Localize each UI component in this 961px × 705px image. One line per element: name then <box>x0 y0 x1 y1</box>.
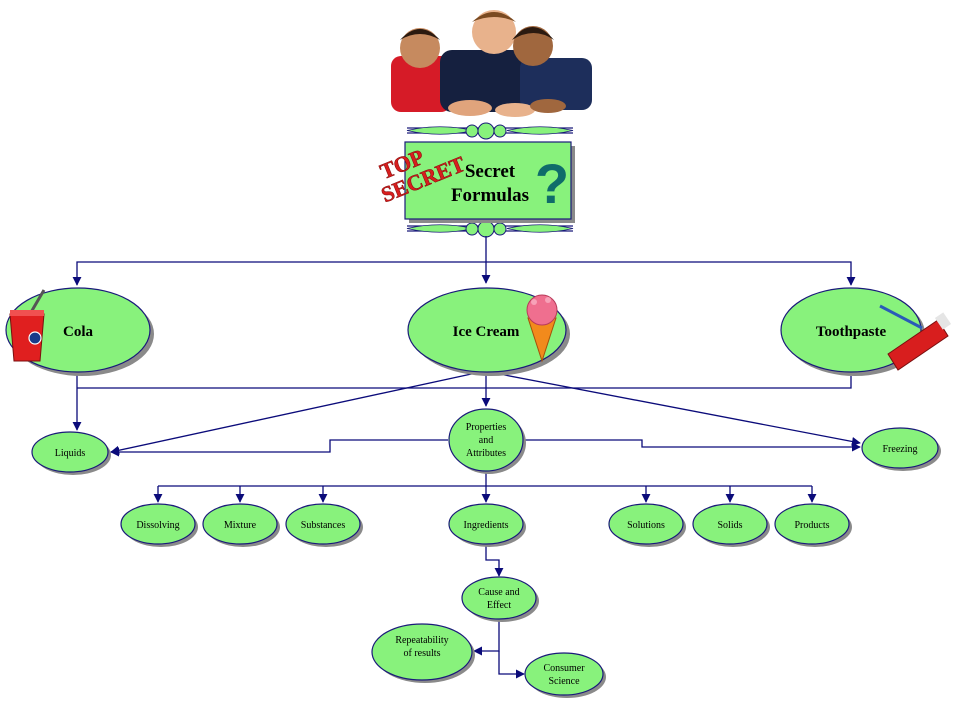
children-photo <box>391 8 595 120</box>
connector-bus <box>77 376 852 389</box>
concept-label-ingredients: Ingredients <box>464 520 509 531</box>
concept-node-mixture[interactable]: Mixture <box>202 503 280 547</box>
connector-ice-cream-to-freezing <box>493 372 861 446</box>
cause-effect-line-1: Cause and <box>478 587 519 598</box>
title-line-1: Secret <box>465 161 516 182</box>
title-node[interactable]: Secret Formulas ? <box>404 141 575 223</box>
concept-label-dissolving: Dissolving <box>136 520 179 531</box>
concept-label-products: Products <box>795 520 830 531</box>
concept-label-substances: Substances <box>301 520 346 531</box>
connector-ingredients-to-cause <box>485 545 504 577</box>
concept-node-solids[interactable]: Solids <box>692 503 770 547</box>
freezing-label: Freezing <box>883 444 918 455</box>
cause-effect-node[interactable]: Cause and Effect <box>461 576 539 622</box>
topic-label-cola: Cola <box>63 324 94 340</box>
consumer-science-node[interactable]: Consumer Science <box>524 652 606 698</box>
cola-cup-icon <box>9 289 46 362</box>
concept-node-products[interactable]: Products <box>774 503 852 547</box>
concept-node-substances[interactable]: Substances <box>285 503 363 547</box>
ice-cream-cone-icon <box>526 294 558 363</box>
repeatability-line-2: of results <box>404 648 441 659</box>
connector-properties-to-freezing <box>524 439 861 452</box>
repeatability-node[interactable]: Repeatability of results <box>371 623 475 683</box>
consumer-line-2: Science <box>548 676 580 687</box>
title-ornament-bottom <box>406 220 574 238</box>
topic-node-cola[interactable]: Cola <box>5 287 154 376</box>
connectors <box>72 236 861 679</box>
properties-line-1: Properties <box>466 422 507 433</box>
connector-properties-to-liquids <box>110 439 448 457</box>
concept-label-solutions: Solutions <box>627 520 665 531</box>
question-mark-icon: ? <box>535 152 569 215</box>
toothpaste-tube-icon <box>879 304 952 371</box>
repeatability-line-1: Repeatability <box>395 635 448 646</box>
topic-label-ice-cream: Ice Cream <box>453 324 520 340</box>
concept-node-solutions[interactable]: Solutions <box>608 503 686 547</box>
connector-ice-cream-to-liquids <box>110 372 477 455</box>
topic-label-toothpaste: Toothpaste <box>816 324 887 340</box>
connector-cause-to-repeatability <box>473 617 500 656</box>
topic-node-ice-cream[interactable]: Ice Cream <box>407 287 570 376</box>
liquids-node[interactable]: Liquids <box>31 431 111 475</box>
properties-line-3: Attributes <box>466 448 506 459</box>
connector-title-to-toothpaste <box>486 261 856 286</box>
title-line-2: Formulas <box>451 185 529 206</box>
concept-label-solids: Solids <box>717 520 742 531</box>
properties-line-2: and <box>479 435 493 446</box>
concept-node-ingredients[interactable]: Ingredients <box>448 503 526 547</box>
properties-node[interactable]: Properties and Attributes <box>448 408 526 474</box>
title-ornament-top <box>406 122 574 140</box>
concept-node-dissolving[interactable]: Dissolving <box>120 503 198 547</box>
freezing-node[interactable]: Freezing <box>861 427 941 471</box>
connector-cause-to-consumer <box>498 651 525 679</box>
cause-effect-line-2: Effect <box>487 600 511 611</box>
concept-label-mixture: Mixture <box>224 520 257 531</box>
consumer-line-1: Consumer <box>543 663 585 674</box>
liquids-label: Liquids <box>55 448 86 459</box>
connector-title-to-cola <box>72 261 486 286</box>
